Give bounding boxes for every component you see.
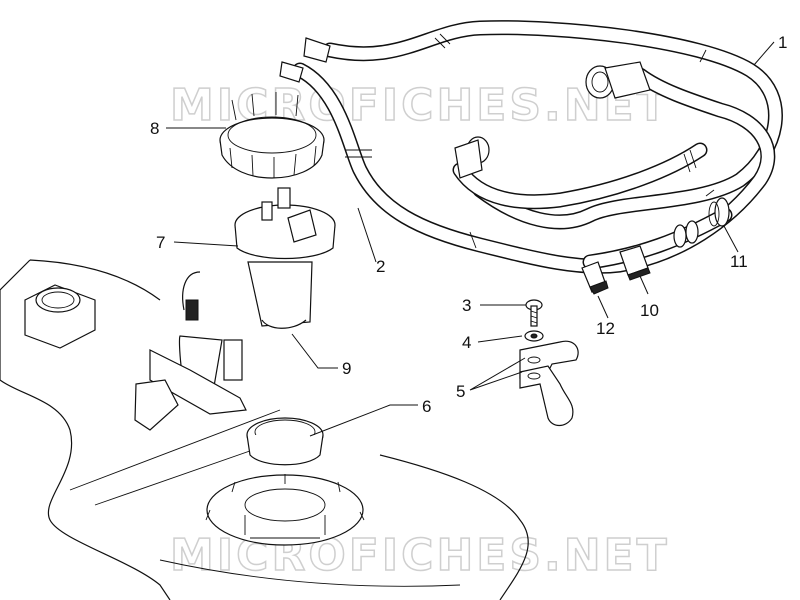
callout-6: 6	[422, 397, 431, 416]
callout-4: 4	[462, 333, 471, 352]
frame-outline	[0, 259, 529, 600]
fuel-pump-assembly	[134, 187, 336, 431]
callout-10: 10	[640, 301, 659, 320]
callout-labels: 1 2 3 4 5 6 7 8 9 10 11 12	[150, 33, 787, 416]
tank-flange	[205, 417, 365, 546]
callout-5: 5	[456, 382, 465, 401]
callout-1: 1	[778, 33, 787, 52]
callout-11: 11	[730, 252, 748, 271]
leader-lines	[166, 41, 775, 437]
callout-9: 9	[342, 359, 351, 378]
bracket-hardware	[519, 299, 579, 427]
callout-8: 8	[150, 119, 159, 138]
hose-clips	[581, 245, 651, 295]
fuel-hose-assembly	[279, 20, 783, 274]
callout-7: 7	[156, 233, 165, 252]
ring-nut	[219, 92, 325, 179]
callout-3: 3	[462, 296, 471, 315]
callout-2: 2	[376, 257, 385, 276]
callout-12: 12	[596, 319, 615, 338]
